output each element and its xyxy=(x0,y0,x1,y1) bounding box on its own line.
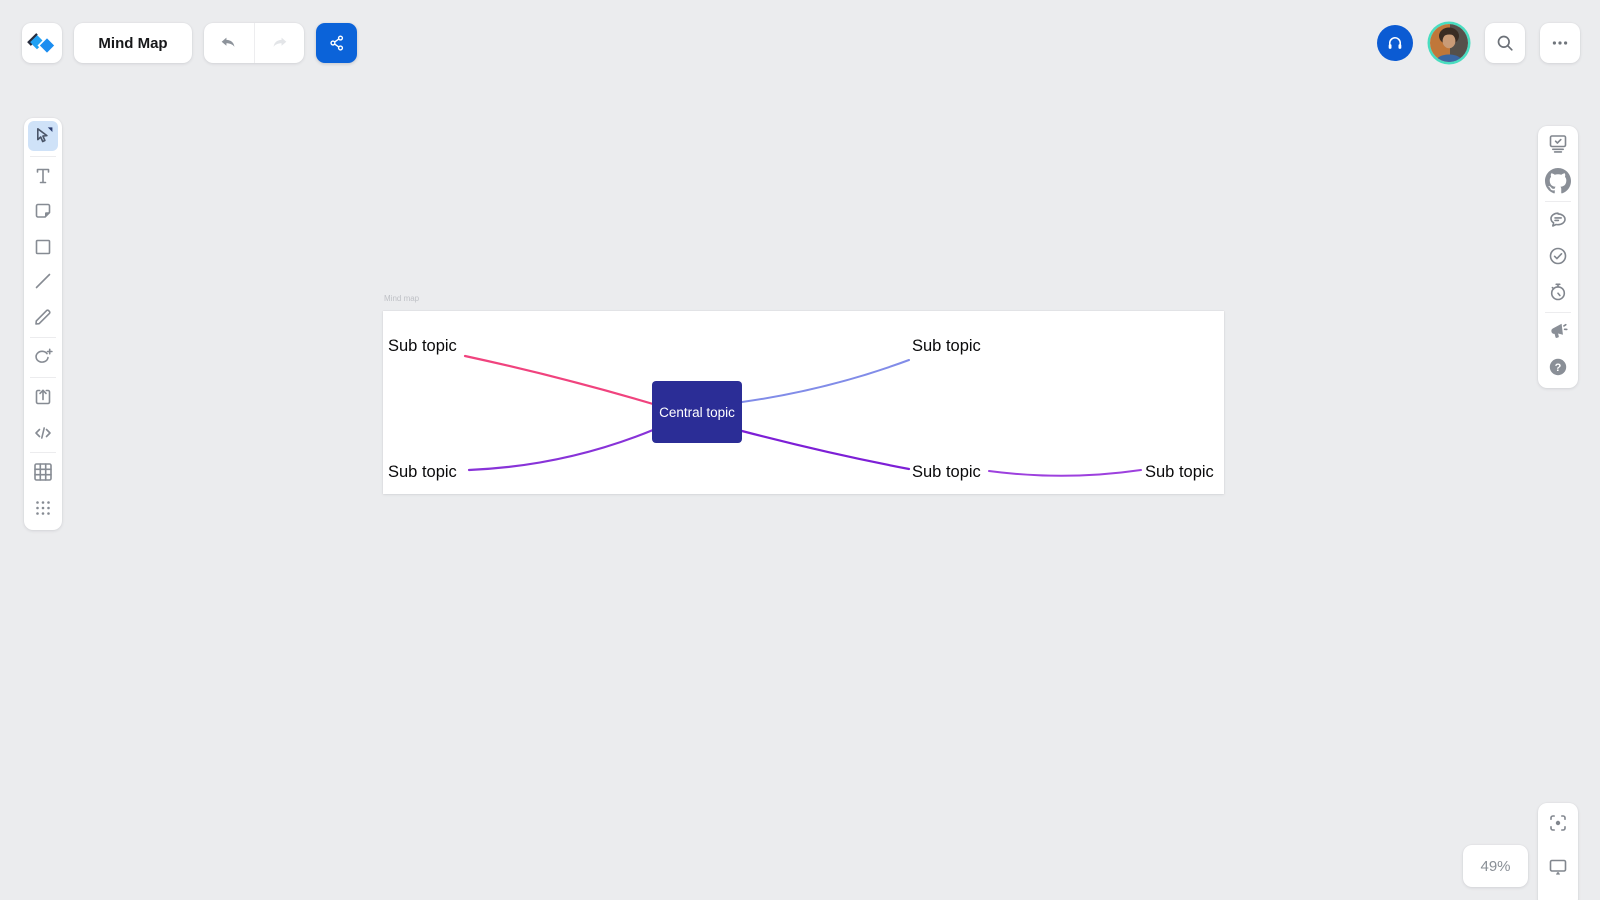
connector-top-right[interactable] xyxy=(741,359,910,403)
connector-bottom-left[interactable] xyxy=(467,428,655,472)
sub-topic-bottom-left[interactable]: Sub topic xyxy=(388,463,457,481)
zoom-level-badge[interactable]: 49% xyxy=(1463,845,1528,887)
tool-upload[interactable] xyxy=(28,382,58,412)
dots-grid-icon xyxy=(36,501,50,515)
frame-icon xyxy=(34,463,52,481)
question-circle-icon: ? xyxy=(1549,358,1567,376)
central-topic-node[interactable] xyxy=(652,381,742,443)
upload-icon xyxy=(35,389,51,405)
connector-far-right[interactable] xyxy=(988,469,1142,477)
toolbar-divider xyxy=(30,452,56,453)
sub-topic-top-left[interactable]: Sub topic xyxy=(388,337,457,355)
toolbar-divider xyxy=(30,156,56,157)
tool-shape[interactable] xyxy=(28,232,58,262)
toolbar-divider xyxy=(30,377,56,378)
connector-bottom-right[interactable] xyxy=(740,429,911,471)
svg-text:?: ? xyxy=(1555,362,1562,374)
frame-label[interactable]: Mind map xyxy=(384,294,420,303)
tool-draw[interactable] xyxy=(28,302,58,332)
sticky-note-icon xyxy=(35,203,51,218)
github-button[interactable] xyxy=(1543,166,1573,196)
presentation-check-icon xyxy=(1549,135,1567,153)
headphones-icon xyxy=(1388,37,1402,49)
line-icon xyxy=(35,273,51,289)
stopwatch-icon xyxy=(1550,283,1566,301)
check-circle-icon xyxy=(1549,247,1567,265)
view-controls xyxy=(1538,803,1578,900)
board-title-label: Mind Map xyxy=(98,34,168,52)
announcements-button[interactable] xyxy=(1543,316,1573,346)
present-button[interactable] xyxy=(1543,129,1573,159)
timer-button[interactable] xyxy=(1543,277,1573,307)
connector-top-left[interactable] xyxy=(463,354,655,406)
help-button[interactable]: ? xyxy=(1543,352,1573,382)
tools-toolbar xyxy=(24,118,62,530)
megaphone-icon xyxy=(1551,323,1568,338)
center-focus-icon xyxy=(1550,815,1566,831)
collab-toolbar: ? xyxy=(1538,126,1578,388)
search-button[interactable] xyxy=(1485,23,1525,63)
square-icon xyxy=(35,239,51,255)
undo-icon xyxy=(221,37,235,47)
user-avatar[interactable] xyxy=(1430,24,1468,62)
history-controls xyxy=(204,23,304,63)
zoom-level-value: 49% xyxy=(1480,857,1511,875)
redo-icon xyxy=(273,37,287,47)
app-logo-icon xyxy=(27,32,57,56)
user-avatar-photo xyxy=(1430,24,1468,62)
toolbar-divider xyxy=(1545,201,1571,202)
tool-text[interactable] xyxy=(28,161,58,191)
redo-button[interactable] xyxy=(254,23,304,63)
display-mode-button[interactable] xyxy=(1543,852,1573,882)
tool-embed-code[interactable] xyxy=(28,418,58,448)
tool-line[interactable] xyxy=(28,266,58,296)
tool-select[interactable] xyxy=(28,121,58,151)
more-button[interactable] xyxy=(1540,23,1580,63)
sub-topic-far-right[interactable]: Sub topic xyxy=(1145,463,1214,481)
history-divider xyxy=(253,23,255,63)
comments-button[interactable] xyxy=(1543,205,1573,235)
audio-call-button[interactable] xyxy=(1377,25,1413,61)
share-icon xyxy=(329,35,343,51)
github-icon xyxy=(1545,168,1571,194)
cursor-icon xyxy=(37,127,53,143)
toolbar-divider xyxy=(30,337,56,338)
board-title[interactable]: Mind Map xyxy=(74,23,192,63)
tool-sticky-note[interactable] xyxy=(28,196,58,226)
zoom-to-fit-button[interactable] xyxy=(1543,808,1573,838)
tool-more-tools[interactable] xyxy=(28,493,58,523)
text-icon xyxy=(36,168,50,184)
mind-map-frame[interactable]: Central topic Sub topic Sub topic Sub to… xyxy=(383,311,1224,494)
comment-icon xyxy=(1550,212,1566,227)
app-logo-button[interactable] xyxy=(22,23,62,63)
blob-plus-icon xyxy=(35,348,53,363)
tool-frame[interactable] xyxy=(28,457,58,487)
tasks-button[interactable] xyxy=(1543,241,1573,271)
search-icon xyxy=(1497,35,1513,51)
monitor-icon xyxy=(1549,859,1567,875)
pencil-icon xyxy=(35,309,51,325)
mind-map-graph: Central topic Sub topic Sub topic Sub to… xyxy=(388,337,1214,481)
code-icon xyxy=(35,427,51,439)
toolbar-divider xyxy=(1545,312,1571,313)
tool-lasso-add[interactable] xyxy=(28,342,58,372)
ellipsis-icon xyxy=(1552,41,1568,45)
central-topic-label: Central topic xyxy=(659,405,735,420)
share-button[interactable] xyxy=(316,23,357,63)
undo-button[interactable] xyxy=(204,23,254,63)
sub-topic-top-right[interactable]: Sub topic xyxy=(912,337,981,355)
sub-topic-bottom-right[interactable]: Sub topic xyxy=(912,463,981,481)
